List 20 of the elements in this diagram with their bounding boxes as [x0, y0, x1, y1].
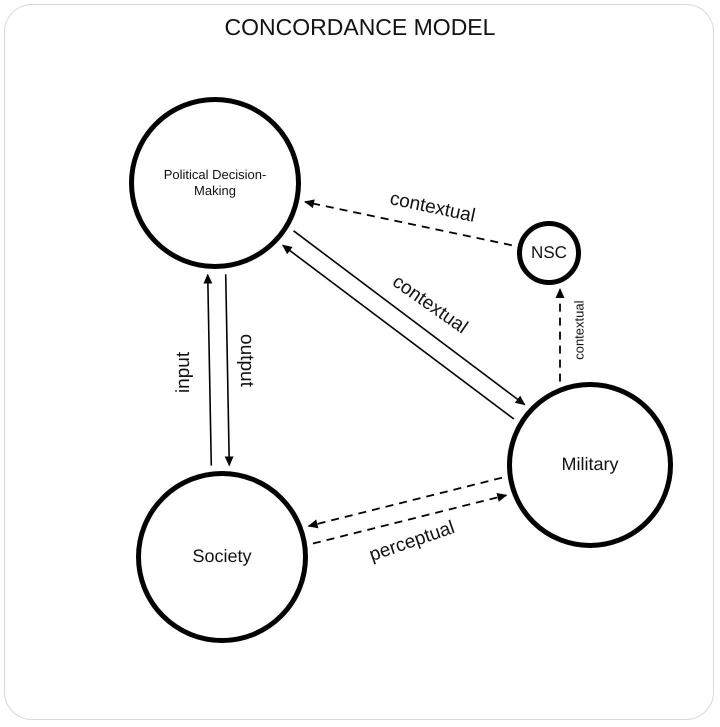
arrow: [293, 230, 526, 406]
edge-label: output: [234, 332, 256, 388]
node-label: Political Decision-Making: [162, 167, 268, 199]
circle-node: [517, 221, 581, 285]
edge-label: input: [174, 349, 195, 395]
arrow: [282, 244, 514, 420]
arrow: [224, 274, 234, 466]
circle-node: [507, 382, 673, 548]
arrow: [304, 199, 512, 246]
node-label: NSC: [531, 242, 567, 264]
arrow: [556, 288, 564, 382]
node-label: Society: [192, 546, 252, 568]
diagram-title: CONCORDANCE MODEL: [224, 14, 496, 41]
arrow: [308, 476, 502, 528]
arrow: [312, 493, 508, 544]
edge-label: contextual: [572, 298, 586, 362]
circle-node: [136, 471, 308, 643]
node-label: Military: [562, 454, 618, 476]
circle-node: [129, 97, 301, 269]
arrow: [203, 274, 212, 466]
